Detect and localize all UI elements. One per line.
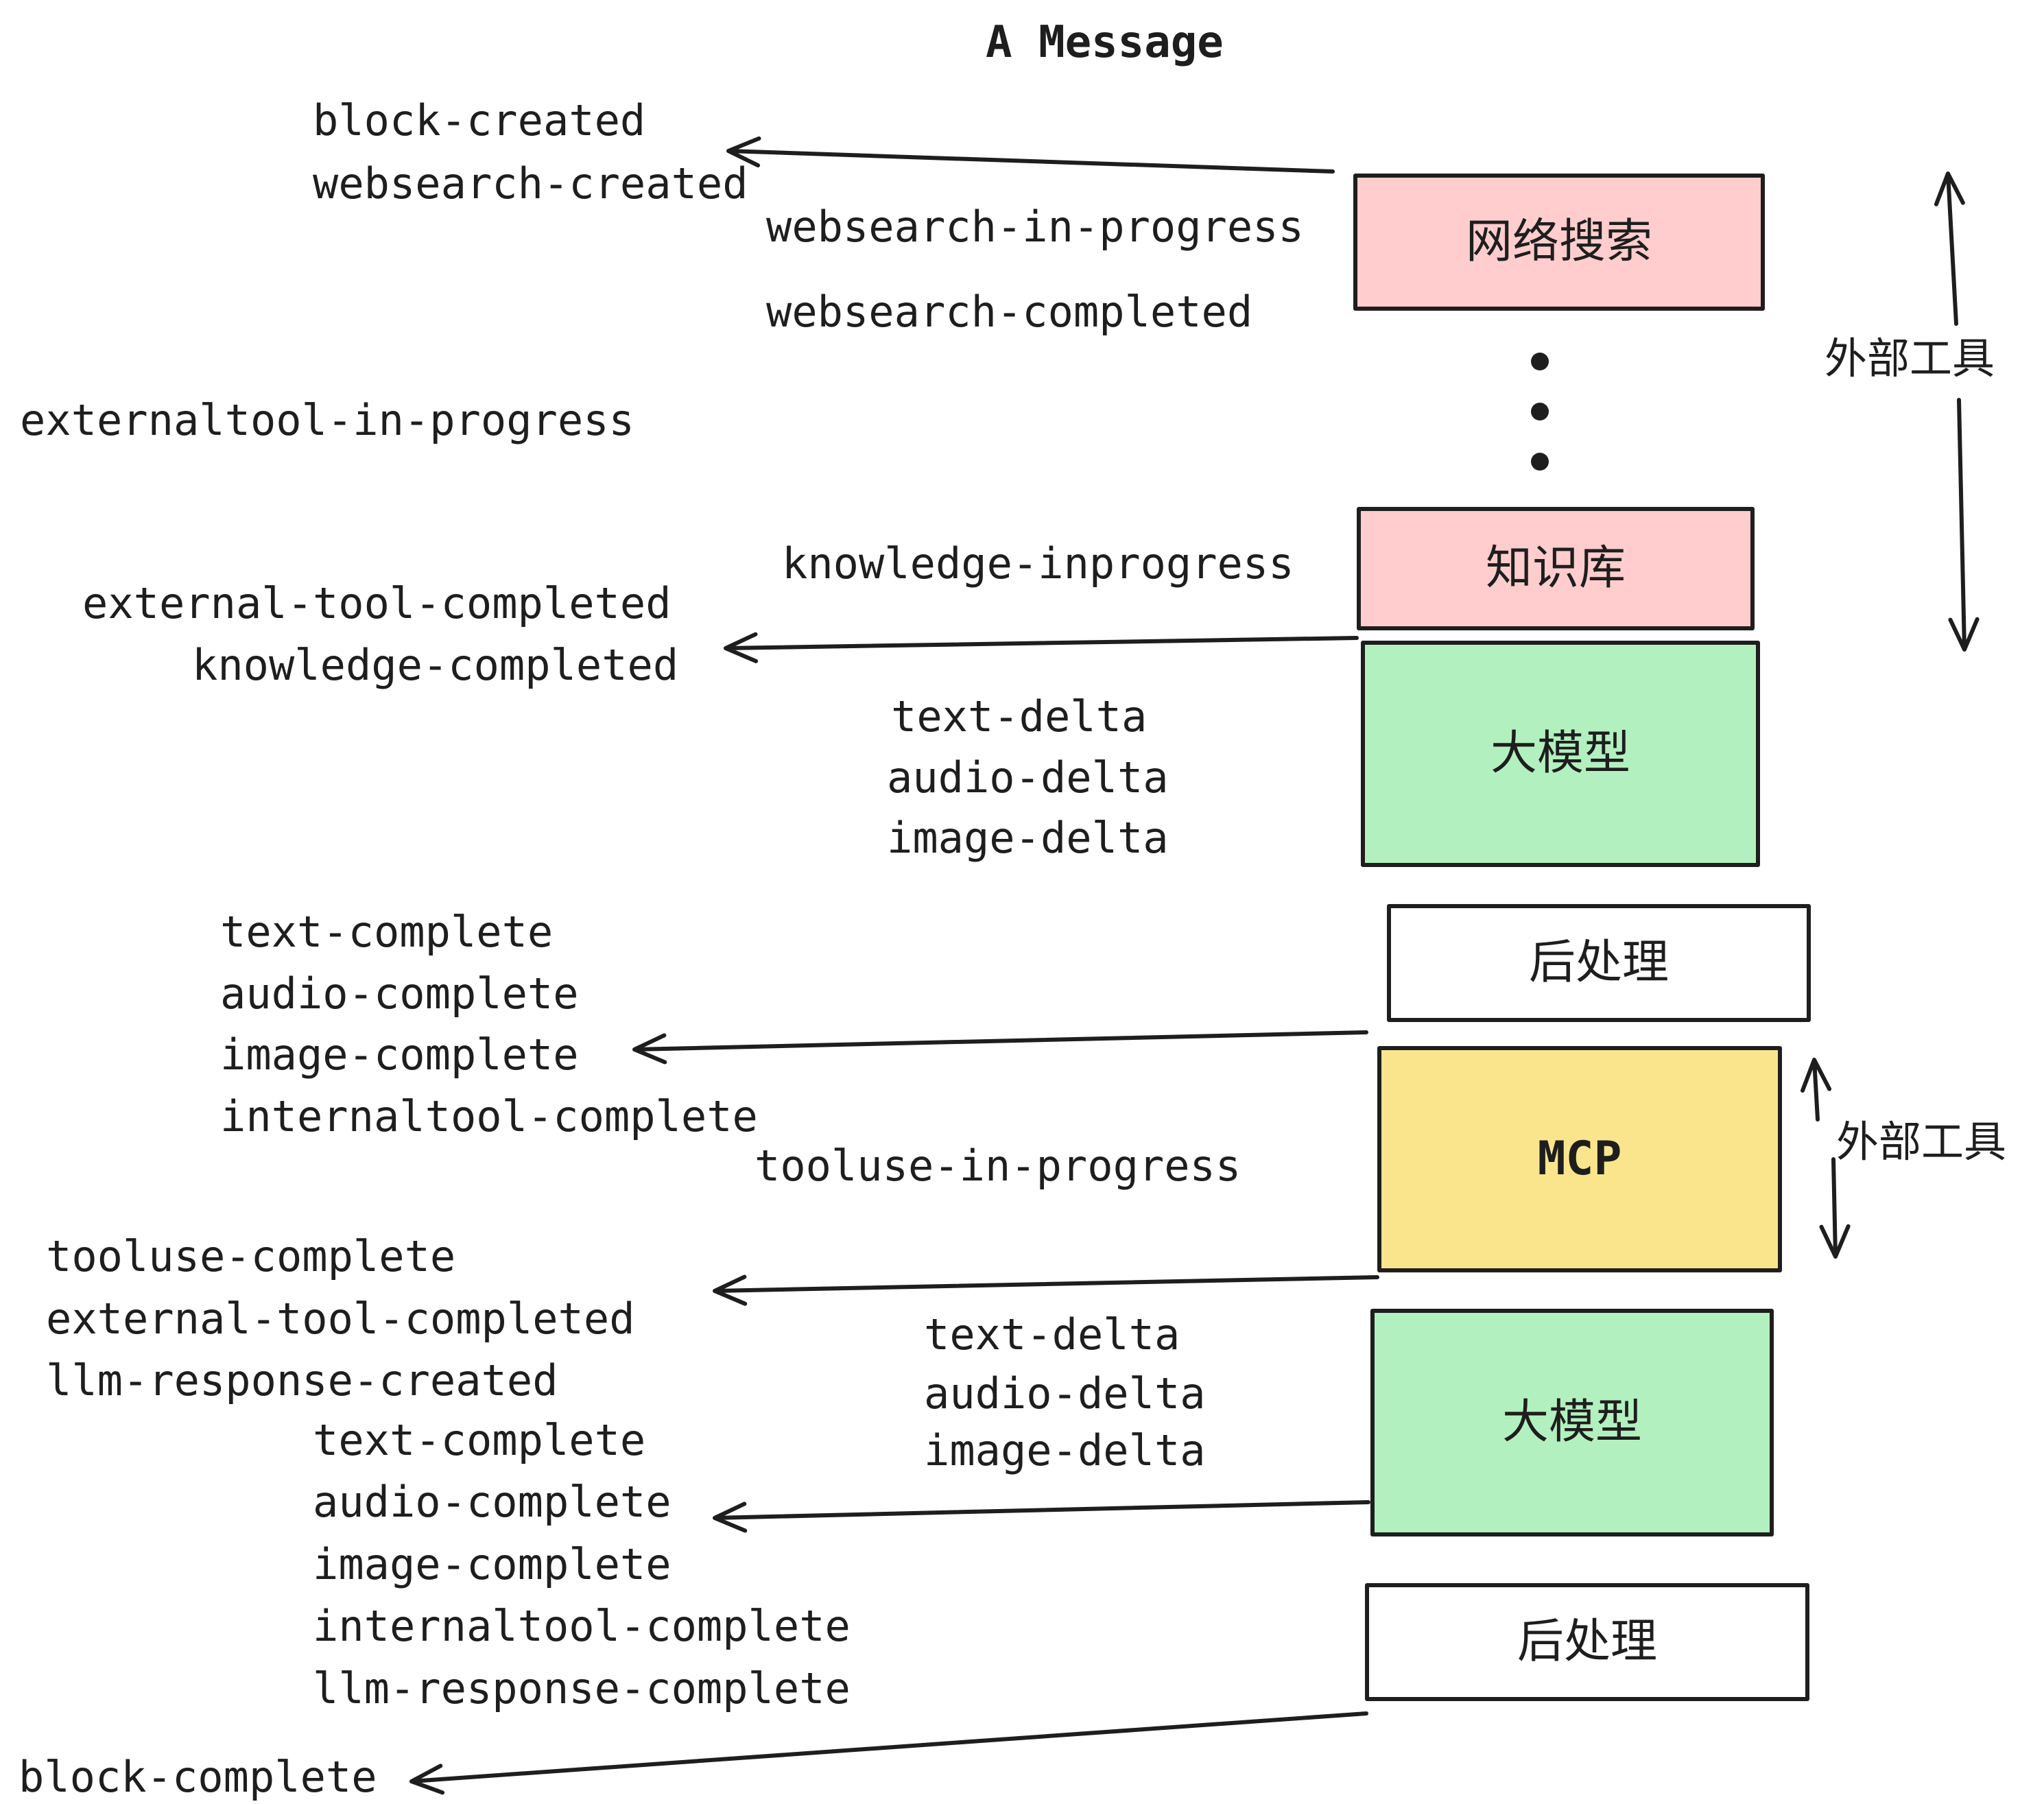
- node-mcp-label: MCP: [1537, 1132, 1622, 1186]
- arrow-to-audio-complete: [713, 1500, 1370, 1533]
- node-llm-1: 大模型: [1361, 641, 1760, 867]
- event-internaltool-complete: internaltool-complete: [220, 1091, 758, 1141]
- node-llm-2-label: 大模型: [1501, 1395, 1642, 1449]
- event-block-created: block-created: [313, 95, 646, 145]
- event-websearch-created: websearch-created: [313, 158, 748, 209]
- node-llm-1-label: 大模型: [1490, 726, 1630, 781]
- arrow-to-block-complete: [409, 1711, 1368, 1795]
- node-postprocess-1-label: 后处理: [1528, 936, 1669, 990]
- event-audio-complete: audio-complete: [220, 969, 579, 1019]
- arrow-to-knowledge-completed: [724, 632, 1359, 663]
- event-image-complete-2: image-complete: [313, 1539, 672, 1589]
- event-image-delta: image-delta: [887, 813, 1169, 863]
- mcp-external-tools-annotation: 外部工具: [1836, 1117, 2007, 1167]
- external-tools-annotation: 外部工具: [1825, 333, 1995, 383]
- arrow-to-image-complete: [632, 1030, 1368, 1065]
- event-websearch-completed: websearch-completed: [766, 287, 1253, 337]
- event-knowledge-inprogress: knowledge-inprogress: [782, 538, 1294, 589]
- vertical-ellipsis-dot: [1531, 353, 1549, 370]
- event-text-complete: text-complete: [220, 907, 554, 957]
- event-tooluse-in-progress: tooluse-in-progress: [754, 1141, 1241, 1191]
- event-audio-complete-2: audio-complete: [313, 1477, 672, 1527]
- mcp-external-tools-arrow-down: [1819, 1157, 1851, 1259]
- node-postprocess-2-label: 后处理: [1517, 1615, 1657, 1669]
- event-block-complete: block-complete: [19, 1752, 377, 1802]
- event-text-delta-2: text-delta: [924, 1309, 1180, 1360]
- event-internaltool-complete-2: internaltool-complete: [313, 1601, 851, 1651]
- event-text-delta: text-delta: [891, 691, 1148, 741]
- event-externaltool-in-progress: externaltool-in-progress: [20, 395, 634, 445]
- node-websearch-label: 网络搜索: [1465, 215, 1652, 269]
- event-external-tool-completed-2: external-tool-completed: [46, 1294, 635, 1344]
- page-title: A Message: [986, 17, 1224, 68]
- event-llm-response-created: llm-response-created: [46, 1355, 558, 1405]
- event-external-tool-completed: external-tool-completed: [82, 578, 672, 628]
- event-image-delta-2: image-delta: [924, 1425, 1206, 1475]
- node-postprocess-2: 后处理: [1365, 1583, 1809, 1701]
- arrow-to-websearch-created: [726, 136, 1335, 174]
- event-tooluse-complete: tooluse-complete: [46, 1231, 456, 1281]
- event-audio-delta: audio-delta: [887, 752, 1169, 803]
- node-llm-2: 大模型: [1370, 1309, 1774, 1536]
- node-knowledge-base-label: 知识库: [1485, 541, 1626, 595]
- event-audio-delta-2: audio-delta: [924, 1368, 1206, 1419]
- external-tools-arrow-down: [1948, 398, 1980, 652]
- vertical-ellipsis-dot: [1531, 403, 1549, 420]
- node-knowledge-base: 知识库: [1357, 507, 1755, 630]
- node-mcp: MCP: [1377, 1046, 1782, 1272]
- event-image-complete: image-complete: [220, 1030, 579, 1080]
- mcp-external-tools-arrow-up: [1801, 1058, 1832, 1121]
- event-websearch-in-progress: websearch-in-progress: [766, 202, 1304, 252]
- event-llm-response-complete: llm-response-complete: [313, 1663, 851, 1713]
- node-postprocess-1: 后处理: [1387, 904, 1811, 1022]
- vertical-ellipsis-dot: [1531, 453, 1549, 471]
- event-knowledge-completed: knowledge-completed: [192, 640, 679, 690]
- event-text-complete-2: text-complete: [313, 1415, 646, 1465]
- external-tools-arrow-up: [1934, 171, 1965, 326]
- node-websearch: 网络搜索: [1353, 174, 1765, 311]
- arrow-to-tooluse-complete: [713, 1274, 1379, 1306]
